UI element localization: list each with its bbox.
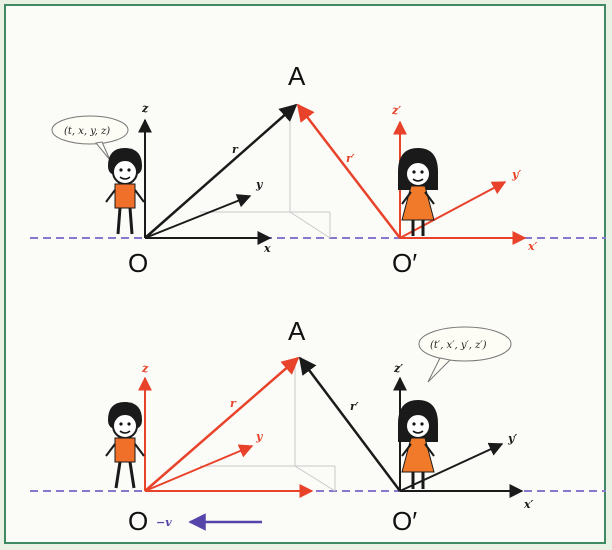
vector-r-right <box>298 356 401 492</box>
axis-z-label: z <box>141 362 149 375</box>
vector-r-right <box>296 103 401 239</box>
origin-o-label: O <box>128 248 148 278</box>
top-panel: A O O′ z y x r z′ y′ x′ r′ (t, x, y, z) <box>30 61 606 278</box>
axis-y-right <box>399 181 507 239</box>
axis-x-label: x <box>263 242 271 255</box>
observer-boy <box>105 148 145 235</box>
axis-z-prime-label: z′ <box>391 104 401 117</box>
speech-bubble-top: (t, x, y, z) <box>51 115 129 161</box>
axis-y-right <box>399 442 504 492</box>
axis-z-prime-label: z′ <box>393 362 403 375</box>
axis-z-label: z <box>141 102 149 115</box>
observer-girl <box>398 148 438 236</box>
vector-r-label: r <box>230 397 237 410</box>
axis-y-left <box>144 444 254 492</box>
axis-y-label: y <box>255 178 264 191</box>
vector-r-left <box>144 356 300 492</box>
bubble-coordinates: (t, x, y, z) <box>64 126 110 137</box>
velocity-label: −v <box>156 516 172 529</box>
projection-box <box>200 362 336 492</box>
vector-r-prime-label: r′ <box>346 152 355 165</box>
diagram-frame <box>4 4 606 544</box>
origin-o-label: O <box>128 506 148 536</box>
axis-y-prime-label: y′ <box>507 432 517 445</box>
observer-girl <box>398 400 438 489</box>
axis-x-prime-label: x′ <box>523 498 534 511</box>
vector-r-prime-label: r′ <box>350 400 359 413</box>
axis-y-left <box>144 194 252 239</box>
axis-y-prime-label: y′ <box>511 168 521 181</box>
axis-y-label: y <box>255 430 264 443</box>
vector-r-left <box>144 103 298 239</box>
origin-o-prime-label: O′ <box>392 506 417 536</box>
projection-box <box>200 108 331 239</box>
axis-x-prime-label: x′ <box>527 240 538 253</box>
speech-bubble-bottom: (t′, x′, y′, z′) <box>418 326 512 383</box>
bubble-coordinates: (t′, x′, y′, z′) <box>430 340 487 351</box>
bottom-panel: A O −v O′ z y r z′ y′ x′ r′ (t′, x′, y′,… <box>30 316 606 536</box>
point-a-label: A <box>288 316 306 346</box>
vector-r-label: r <box>232 143 239 156</box>
point-a-label: A <box>288 61 306 91</box>
observer-boy <box>105 402 145 489</box>
origin-o-prime-label: O′ <box>392 248 417 278</box>
